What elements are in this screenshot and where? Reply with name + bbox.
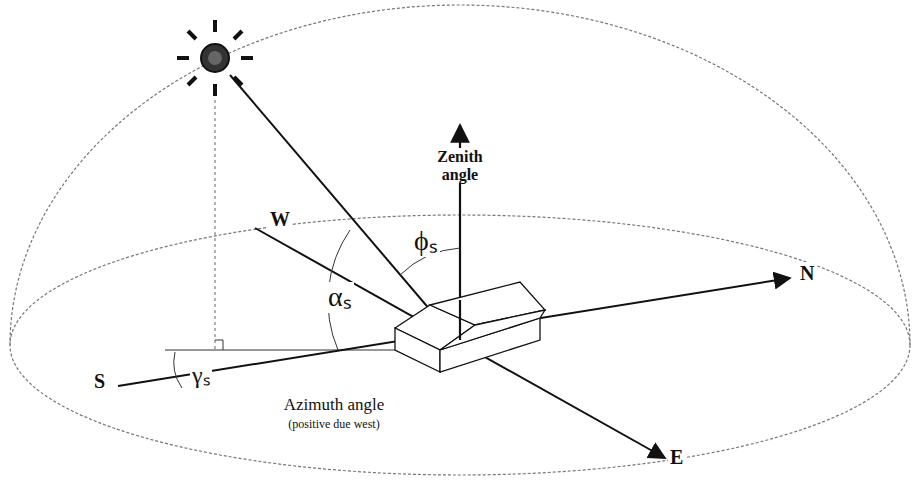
sky-dome xyxy=(10,5,910,345)
sun-projection xyxy=(215,100,216,350)
east-label: E xyxy=(668,446,685,468)
azimuth-arc xyxy=(174,352,182,388)
sun-ray xyxy=(230,75,460,345)
azimuth-label: Azimuth angle xyxy=(282,396,387,415)
azimuth-angle-symbol: γₛ xyxy=(190,362,212,388)
sun-symbol xyxy=(177,20,253,96)
house xyxy=(395,282,545,372)
zenith-arrow-base xyxy=(459,300,461,340)
altitude-angle-symbol: αₛ xyxy=(326,282,354,313)
right-angle-mark xyxy=(215,340,223,350)
zenith-label: Zenith angle xyxy=(426,148,494,183)
north-label: N xyxy=(798,262,816,284)
zenith-angle-symbol: ϕₛ xyxy=(412,226,440,257)
azimuth-note: (positive due west) xyxy=(286,418,381,431)
south-label: S xyxy=(92,370,107,392)
west-label: W xyxy=(268,208,292,230)
south-north-axis xyxy=(118,278,790,386)
